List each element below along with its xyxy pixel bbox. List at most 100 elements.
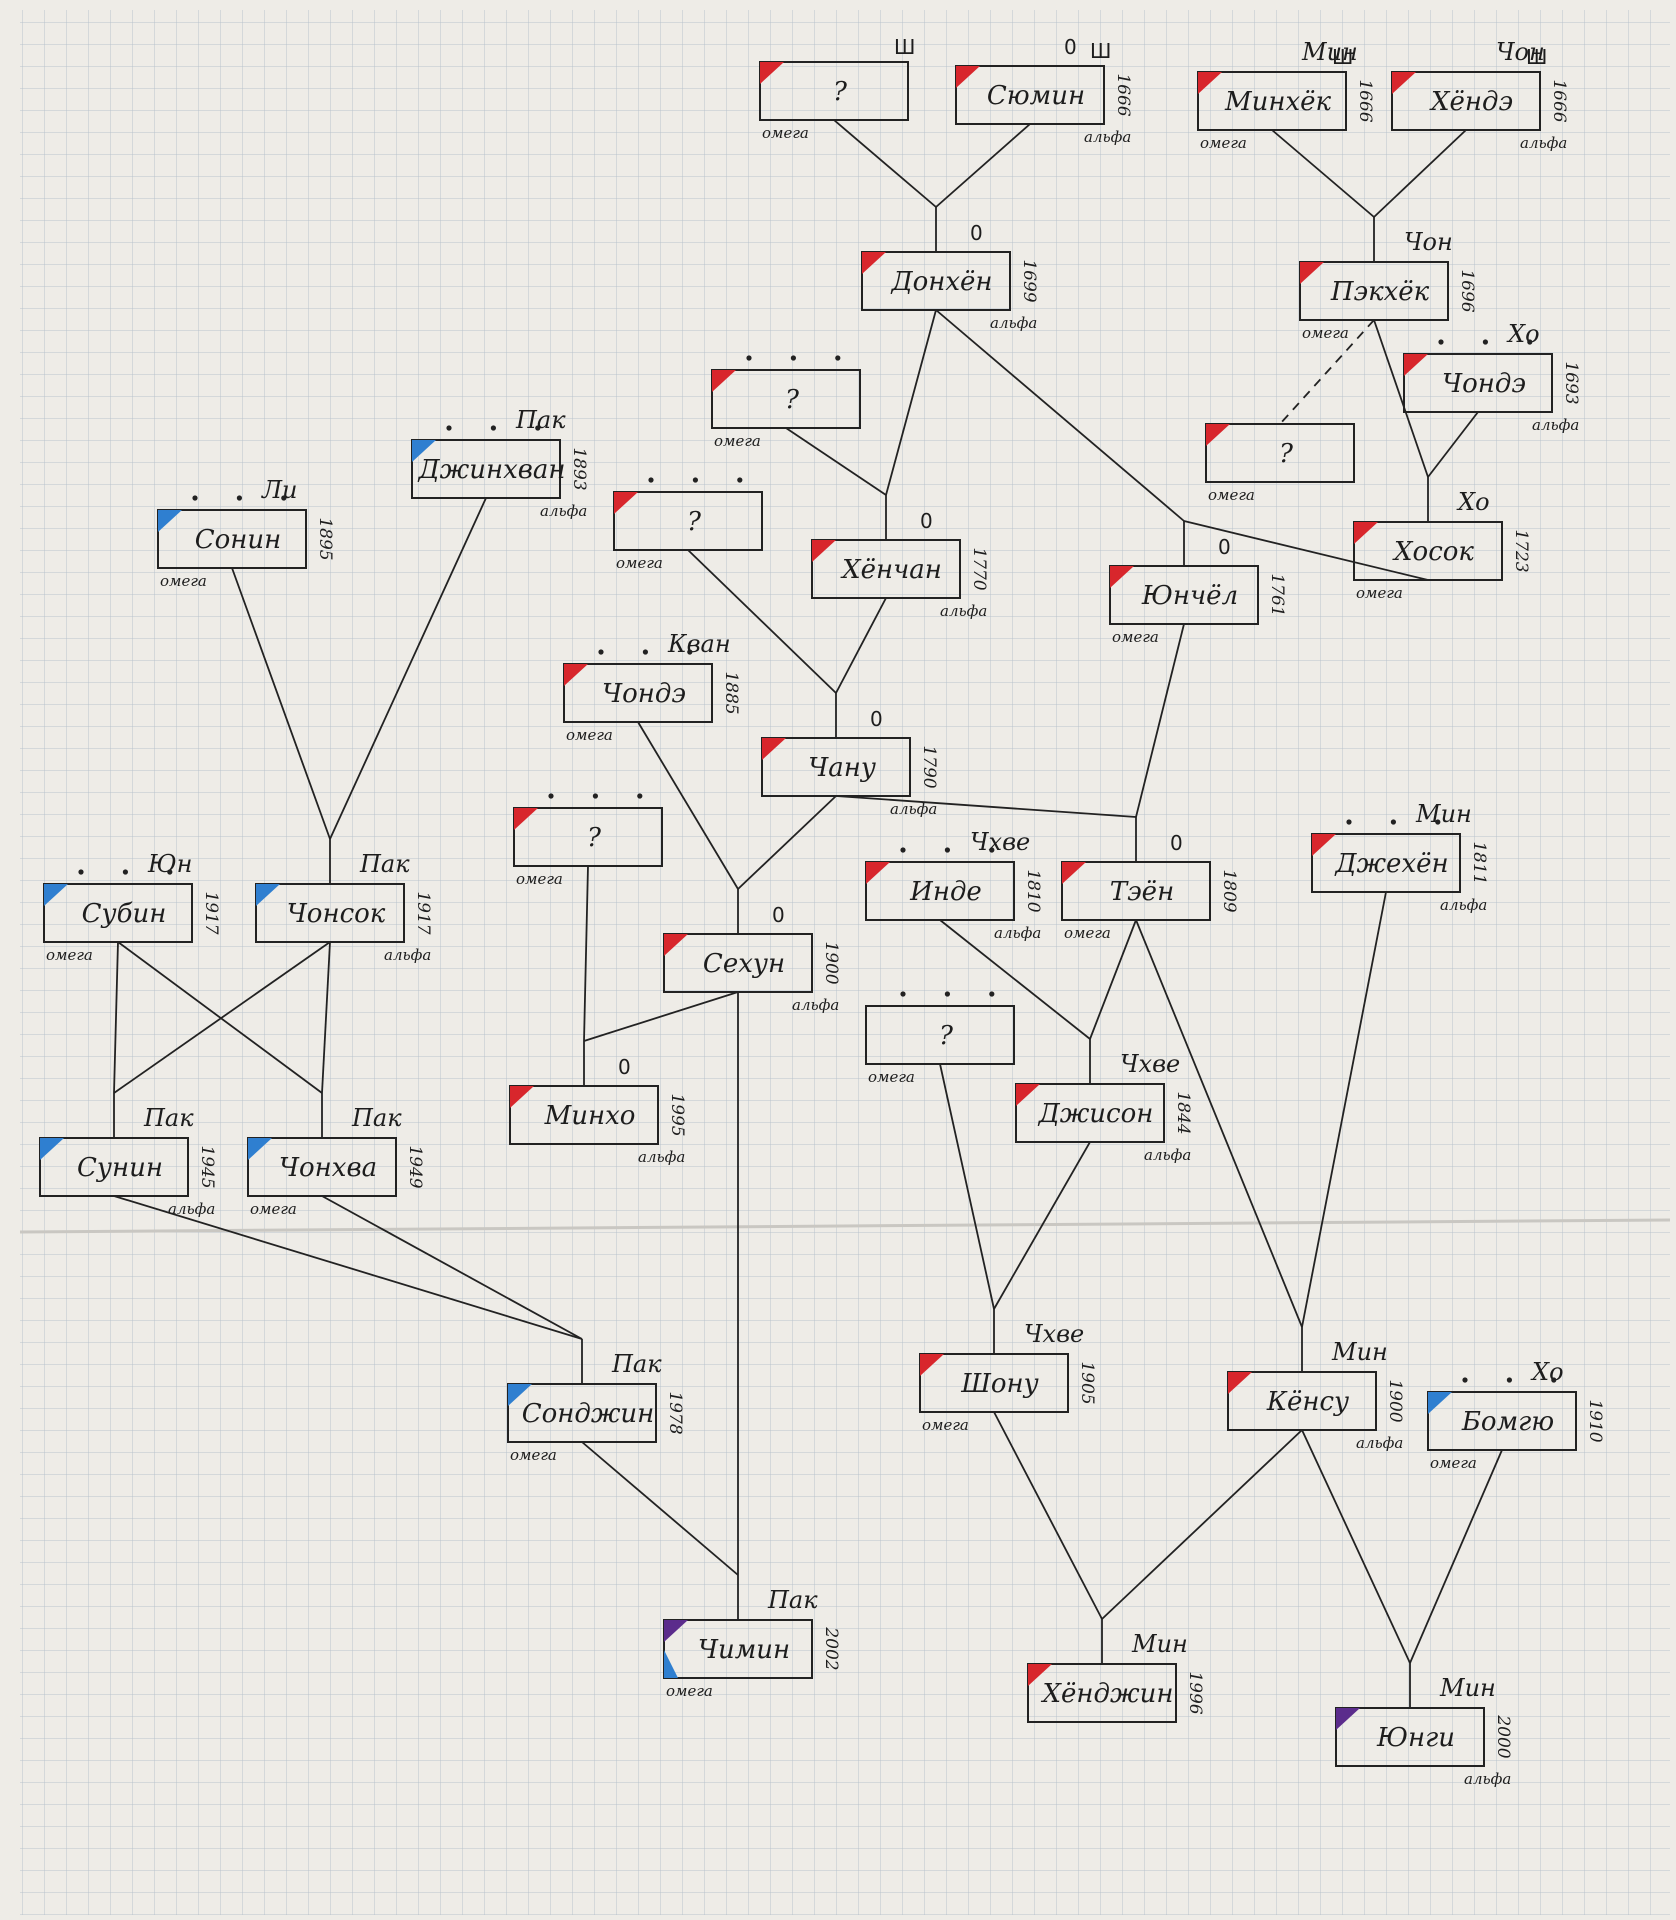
person-box <box>919 1353 1069 1413</box>
person-box <box>1061 861 1211 921</box>
person-box <box>509 1085 659 1145</box>
person-name: Чондэ <box>602 679 686 709</box>
role-label: альфа <box>1464 1770 1511 1788</box>
role-label: омега <box>922 1416 969 1434</box>
surname-label: Чон <box>1404 228 1453 256</box>
birth-year: 1949 <box>405 1145 425 1188</box>
person-name: Юнги <box>1376 1723 1455 1753</box>
parent-edge <box>583 991 739 1042</box>
gender-corner-marker <box>712 370 736 392</box>
person-name: Сехун <box>703 949 785 979</box>
zero-marker: 0 <box>920 509 933 533</box>
role-label: альфа <box>1084 128 1131 146</box>
person-name: Джисон <box>1038 1099 1154 1129</box>
person-node-q2: ?омега <box>711 355 861 450</box>
person-box <box>711 369 861 429</box>
person-box <box>955 65 1105 125</box>
person-name: Пэкхёк <box>1330 277 1430 307</box>
person-box <box>613 491 763 551</box>
parent-edge <box>835 795 1137 818</box>
role-label: альфа <box>890 800 937 818</box>
gender-corner-marker <box>1404 354 1428 376</box>
birth-year: 1910 <box>1585 1399 1605 1442</box>
parent-edge <box>835 597 887 694</box>
birth-year: 1696 <box>1457 269 1477 312</box>
surname-label: Чхве <box>1024 1320 1084 1348</box>
gender-corner-marker <box>1428 1392 1452 1414</box>
person-box <box>1335 1707 1485 1767</box>
surname-label: Мин <box>1301 38 1358 66</box>
gender-corner-marker <box>1392 72 1416 94</box>
person-node-q6: ?омега <box>865 991 1015 1086</box>
person-name: Кёнсу <box>1266 1387 1349 1417</box>
dots-marker <box>1346 819 1441 825</box>
gender-corner-marker <box>564 664 588 686</box>
person-name: Джехён <box>1334 849 1448 879</box>
birth-year: 1917 <box>413 891 433 934</box>
person-node-q4: ?омега <box>613 477 763 572</box>
surname-label: Пак <box>359 850 410 878</box>
role-label: омега <box>1356 584 1403 602</box>
parent-edge <box>1373 129 1467 218</box>
role-label: омега <box>1200 134 1247 152</box>
surname-label: Чон <box>1496 38 1545 66</box>
person-box <box>759 61 909 121</box>
parent-edge <box>1301 1429 1411 1664</box>
gender-corner-marker <box>1028 1664 1052 1686</box>
parent-edge <box>117 941 323 1094</box>
role-label: альфа <box>1520 134 1567 152</box>
dots-marker <box>648 477 743 483</box>
gender-corner-marker <box>1336 1708 1360 1730</box>
person-name: Джинхван <box>418 455 566 485</box>
dashed-edge <box>1279 319 1375 425</box>
person-box <box>1311 833 1461 893</box>
person-name: Бомгю <box>1461 1407 1554 1437</box>
surname-label: Пак <box>143 1104 194 1132</box>
role-label: альфа <box>1440 896 1487 914</box>
gender-corner-marker <box>1062 862 1086 884</box>
surname-label: Мин <box>1331 1338 1388 1366</box>
gender-corner-marker <box>44 884 68 906</box>
role-label: омега <box>616 554 663 572</box>
person-name: Чану <box>808 753 876 783</box>
role-label: омега <box>510 1446 557 1464</box>
person-name: Чимин <box>698 1635 790 1665</box>
person-box <box>1015 1083 1165 1143</box>
zero-marker: 0 <box>970 221 983 245</box>
person-name: Чондэ <box>1442 369 1526 399</box>
gender-corner-marker <box>1354 522 1378 544</box>
role-label: омега <box>250 1200 297 1218</box>
surname-label: Хо <box>1456 488 1490 516</box>
person-box <box>865 1005 1015 1065</box>
parent-edge <box>1373 319 1429 478</box>
parent-edge <box>113 941 331 1094</box>
person-box <box>513 807 663 867</box>
birth-year: 1945 <box>197 1145 217 1188</box>
parent-edge <box>993 1411 1103 1620</box>
gender-corner-marker <box>1206 424 1230 446</box>
person-name: ? <box>785 385 800 415</box>
gender-corner-marker <box>514 808 538 830</box>
dots-marker <box>1438 339 1533 345</box>
person-name: Шону <box>960 1369 1039 1399</box>
person-name: Сюмин <box>987 81 1085 111</box>
person-box <box>1427 1391 1577 1451</box>
surname-label: Мин <box>1415 800 1472 828</box>
gender-corner-marker <box>1312 834 1336 856</box>
birth-year: 1995 <box>667 1093 687 1136</box>
person-node-q5: ?омега <box>513 793 663 888</box>
gender-corner-marker <box>1110 566 1134 588</box>
parent-edge <box>1271 129 1375 218</box>
